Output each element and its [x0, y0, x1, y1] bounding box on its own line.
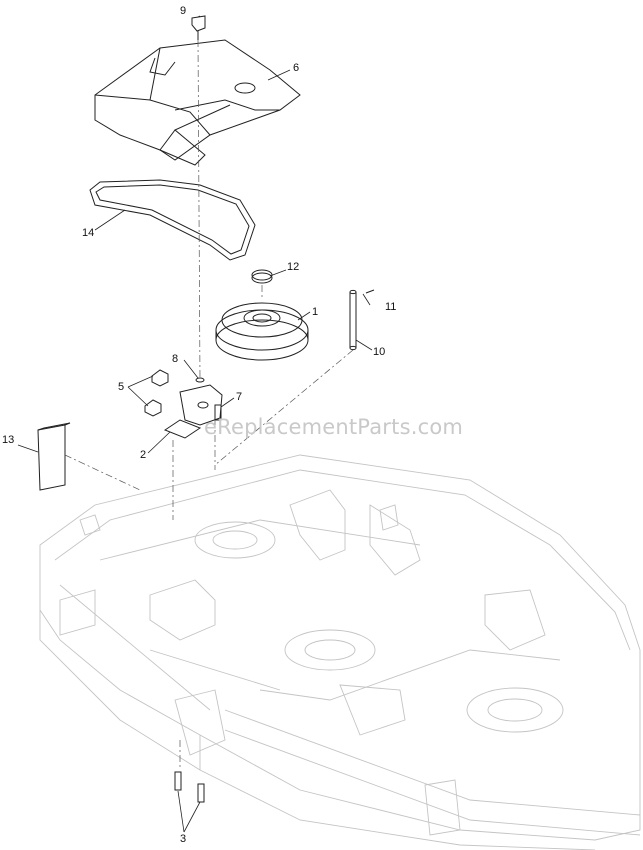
deck-bolts [174, 771, 205, 803]
assembly-lines [64, 39, 354, 770]
knob [191, 15, 206, 40]
callout-8: 8 [172, 353, 178, 365]
callout-2: 2 [140, 449, 146, 461]
callout-3: 3 [180, 833, 186, 845]
v-belt [89, 179, 256, 261]
nuts [144, 369, 169, 417]
watermark: eReplacementParts.com [204, 415, 463, 439]
deflector-plate [37, 422, 71, 491]
belt-cover [94, 39, 301, 166]
callout-7: 7 [236, 391, 242, 403]
leader-lines [17, 15, 373, 833]
pivot-rod [349, 289, 375, 351]
callout-11: 11 [385, 301, 396, 313]
callout-6: 6 [293, 62, 299, 74]
bolt-and-washer [195, 377, 222, 421]
callout-14: 14 [82, 227, 94, 239]
mower-deck [39, 454, 641, 850]
callout-12: 12 [287, 261, 299, 273]
pulley-cap [251, 269, 273, 284]
callout-5: 5 [118, 381, 124, 393]
idler-bracket [163, 384, 223, 439]
callout-13: 13 [2, 434, 14, 446]
callout-10: 10 [373, 346, 385, 358]
callout-9: 9 [180, 5, 186, 17]
pulley [215, 302, 309, 361]
callout-1: 1 [312, 306, 318, 318]
